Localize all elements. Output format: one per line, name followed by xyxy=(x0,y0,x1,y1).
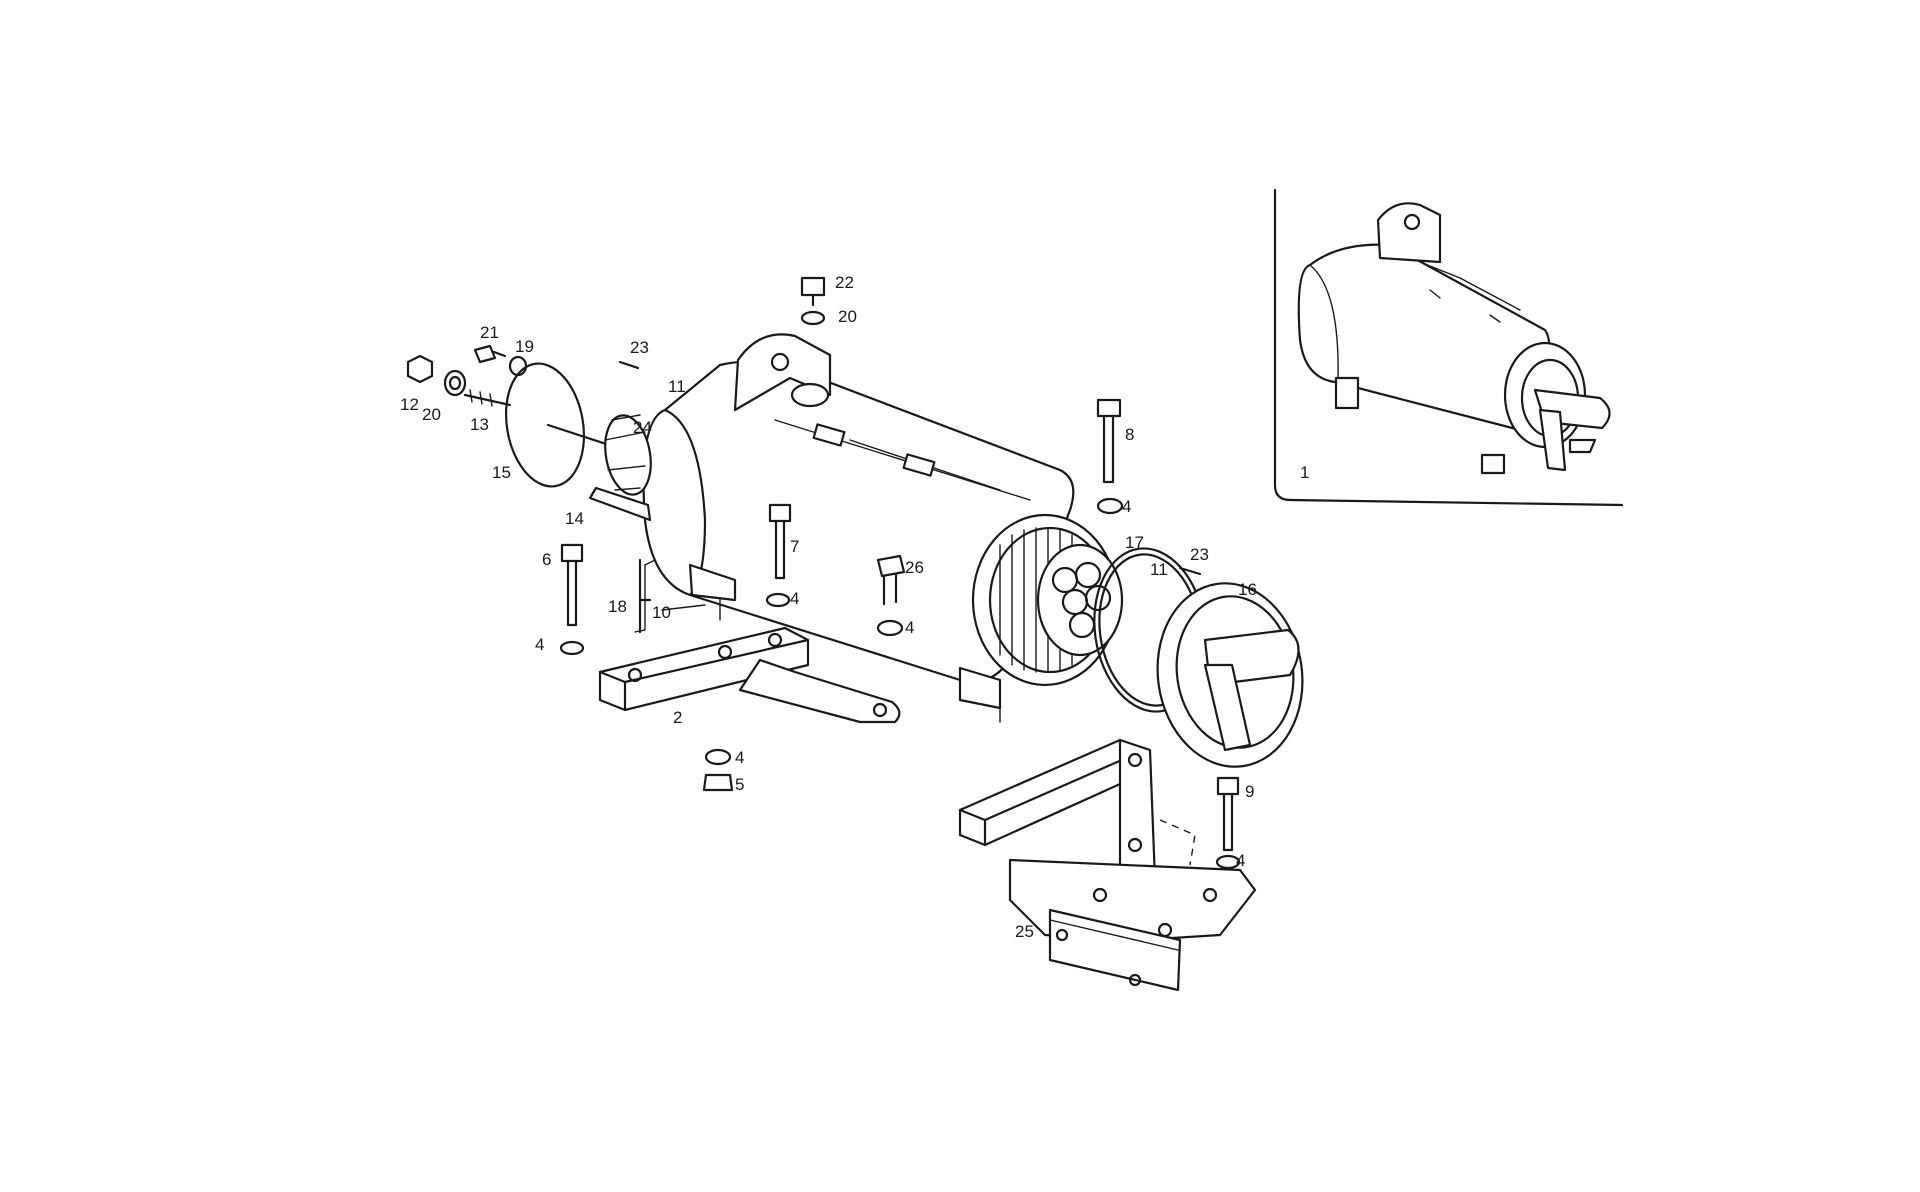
callout-26: 26 xyxy=(905,558,924,577)
callout-24: 24 xyxy=(633,418,652,437)
callout-4: 4 xyxy=(535,635,544,654)
callout-17: 17 xyxy=(1125,533,1144,552)
callout-23: 23 xyxy=(1190,545,1209,564)
callout-4: 4 xyxy=(1236,851,1245,870)
callout-22: 22 xyxy=(835,273,854,292)
bolts xyxy=(559,398,1241,870)
nut-12 xyxy=(406,354,434,384)
callout-25: 25 xyxy=(1015,922,1034,941)
callout-2: 2 xyxy=(673,708,682,727)
inset-frame xyxy=(1273,188,1624,507)
bracket-25 xyxy=(958,738,1257,992)
callout-19: 19 xyxy=(515,337,534,356)
inset-top-bracket xyxy=(1376,202,1442,264)
callout-10: 10 xyxy=(652,603,671,622)
callout-4: 4 xyxy=(905,618,914,637)
callout-11: 11 xyxy=(668,377,686,396)
callout-12: 12 xyxy=(400,395,419,414)
assembled-view-inset xyxy=(1273,188,1624,507)
callouts: 1 2 4 4 4 4 4 4 5 6 7 8 9 10 11 11 12 13… xyxy=(400,273,1309,941)
left-end-assembly xyxy=(406,344,652,522)
callout-20: 20 xyxy=(422,405,441,424)
callout-18: 18 xyxy=(608,597,627,616)
disc-15 xyxy=(504,362,586,488)
callout-4: 4 xyxy=(1122,497,1131,516)
end-cover xyxy=(1156,582,1304,768)
strap-14 xyxy=(588,486,652,522)
callout-5: 5 xyxy=(735,775,744,794)
callout-1: 1 xyxy=(1300,463,1309,482)
bolt-21 xyxy=(473,344,497,364)
housing-top-bracket xyxy=(733,333,832,412)
callout-4: 4 xyxy=(790,589,799,608)
callout-23: 23 xyxy=(630,338,649,357)
callout-20: 20 xyxy=(838,307,857,326)
bracket-2 xyxy=(598,558,901,724)
callout-16: 16 xyxy=(1238,580,1257,599)
callout-4: 4 xyxy=(735,748,744,767)
callout-7: 7 xyxy=(790,537,799,556)
callout-13: 13 xyxy=(470,415,489,434)
callout-8: 8 xyxy=(1125,425,1134,444)
bolt-22 xyxy=(800,276,826,297)
washer-24 xyxy=(604,414,652,496)
callout-9: 9 xyxy=(1245,782,1254,801)
callout-14: 14 xyxy=(565,509,584,528)
callout-11: 11 xyxy=(1150,560,1168,579)
leader-lines xyxy=(634,559,706,633)
callout-15: 15 xyxy=(492,463,511,482)
callout-6: 6 xyxy=(542,550,551,569)
filter-element xyxy=(971,513,1124,687)
callout-21: 21 xyxy=(480,323,499,342)
